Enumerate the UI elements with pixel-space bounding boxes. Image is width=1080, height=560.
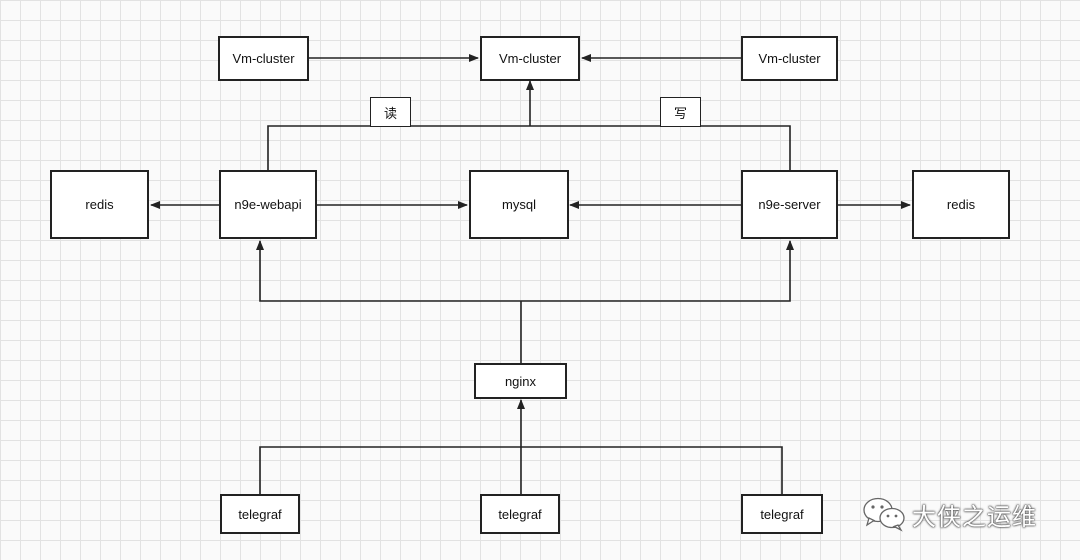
redis-left-node: redis <box>50 170 149 239</box>
telegraf-right-node: telegraf <box>741 494 823 534</box>
write-label: 写 <box>660 97 701 127</box>
watermark: 大侠之运维 <box>862 494 1037 534</box>
vm-cluster-left-node: Vm-cluster <box>218 36 309 81</box>
wechat-icon <box>863 497 905 532</box>
read-label: 读 <box>370 97 411 127</box>
vm-cluster-center-node: Vm-cluster <box>480 36 580 81</box>
edge-nginx-to-server <box>521 240 794 302</box>
vm-cluster-right-node: Vm-cluster <box>741 36 838 81</box>
n9e-webapi-node: n9e-webapi <box>219 170 317 239</box>
edge-nginx-to-webapi <box>256 240 521 302</box>
nginx-node: nginx <box>474 363 567 399</box>
n9e-server-node: n9e-server <box>741 170 838 239</box>
edge-webapi-read-bus <box>267 125 791 170</box>
mysql-node: mysql <box>469 170 569 239</box>
telegraf-left-node: telegraf <box>220 494 300 534</box>
redis-right-node: redis <box>912 170 1010 239</box>
telegraf-center-node: telegraf <box>480 494 560 534</box>
watermark-text: 大侠之运维 <box>912 502 1037 531</box>
